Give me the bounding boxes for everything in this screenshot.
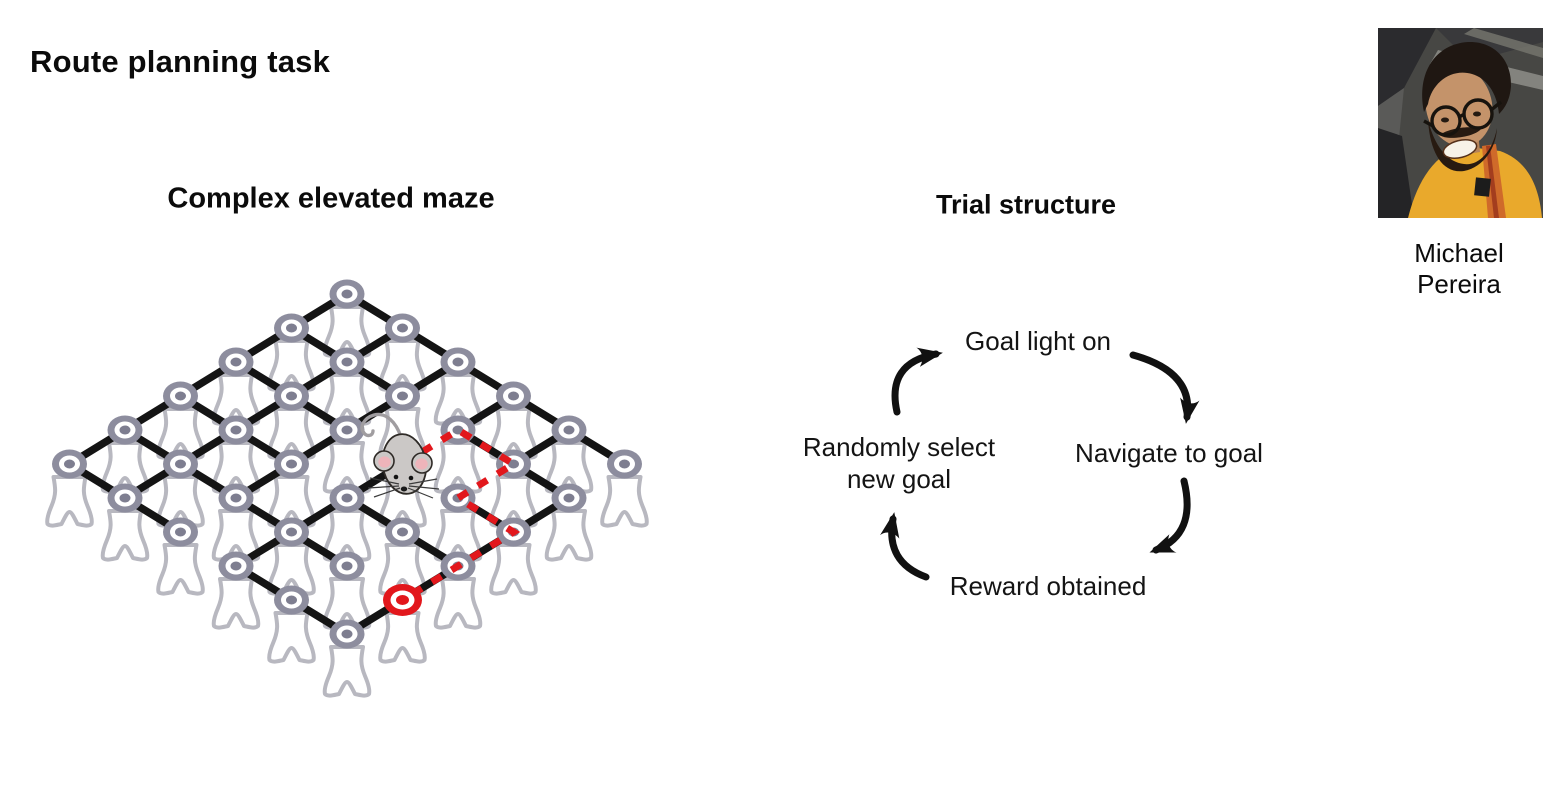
tower-pedestal: [211, 509, 261, 562]
tower-pedestal: [489, 475, 538, 528]
tower-pedestal: [267, 407, 316, 460]
beard: [1428, 120, 1497, 172]
tower-pedestal: [322, 577, 372, 630]
cycle-arrows: [880, 347, 1200, 581]
tower-pedestal: [322, 305, 372, 358]
arrow-goal-to-navigate: [1129, 351, 1200, 424]
mouse-face: [367, 474, 440, 499]
photo-michael-pereira: [1378, 28, 1543, 218]
tower-pedestal: [544, 441, 594, 494]
tower-pedestal: [267, 611, 316, 664]
tower-pedestal: [433, 373, 483, 426]
tower-pedestal: [156, 407, 205, 460]
tower-pedestal: [211, 577, 261, 630]
yellow-shirt: [1408, 146, 1542, 218]
hair: [1422, 41, 1512, 114]
tower-pedestal: [100, 509, 150, 562]
tower-pedestal: [156, 475, 205, 528]
tower-pedestal: [322, 373, 372, 426]
tower-pedestal: [433, 577, 483, 630]
route-path: [400, 425, 521, 603]
glasses: [1423, 98, 1503, 137]
tower-pedestal: [378, 543, 427, 596]
maze-route-dashed: [400, 425, 521, 603]
person-name: Michael Pereira: [1414, 238, 1504, 299]
tower-pedestal: [267, 475, 316, 528]
tower-pedestal: [322, 441, 372, 494]
cycle-step-random-select: Randomly select new goal: [802, 432, 996, 494]
tower-pedestal: [600, 475, 649, 528]
tower-pedestal: [489, 407, 538, 460]
cycle-heading: Trial structure: [935, 189, 1117, 220]
tower-pedestal: [322, 509, 372, 562]
tower-pedestal: [211, 441, 261, 494]
arrow-navigate-to-reward: [1149, 477, 1191, 554]
tower-pedestal: [489, 543, 538, 596]
tower-pedestal: [267, 543, 316, 596]
tower-pedestal: [378, 611, 427, 664]
tower-pedestal: [267, 339, 316, 392]
person-figure: [1408, 41, 1542, 218]
tower-pedestal: [433, 441, 483, 494]
tower-pedestal: [100, 441, 150, 494]
tower-pedestal: [322, 645, 372, 698]
cycle-step-goal-light-on: Goal light on: [965, 326, 1111, 356]
maze-figure: [45, 279, 649, 698]
tower-pedestal: [156, 543, 205, 596]
maze-heading: Complex elevated maze: [167, 182, 495, 215]
arrow-reward-to-random: [880, 512, 930, 581]
smile: [1442, 139, 1478, 159]
tower-pedestal: [45, 475, 94, 528]
badge: [1474, 177, 1491, 197]
arrow-random-to-goal: [891, 347, 943, 416]
mouse-tail: [360, 412, 403, 439]
tower-pedestal: [211, 373, 261, 426]
mouse-ears: [373, 450, 433, 474]
mouse-icon: [360, 412, 440, 499]
tower-pedestal: [544, 509, 594, 562]
cycle-step-navigate: Navigate to goal: [1075, 438, 1263, 468]
tower-pedestal: [433, 509, 483, 562]
tower-pedestal: [378, 339, 427, 392]
page-title: Route planning task: [30, 44, 331, 79]
cycle-step-reward: Reward obtained: [949, 571, 1147, 601]
